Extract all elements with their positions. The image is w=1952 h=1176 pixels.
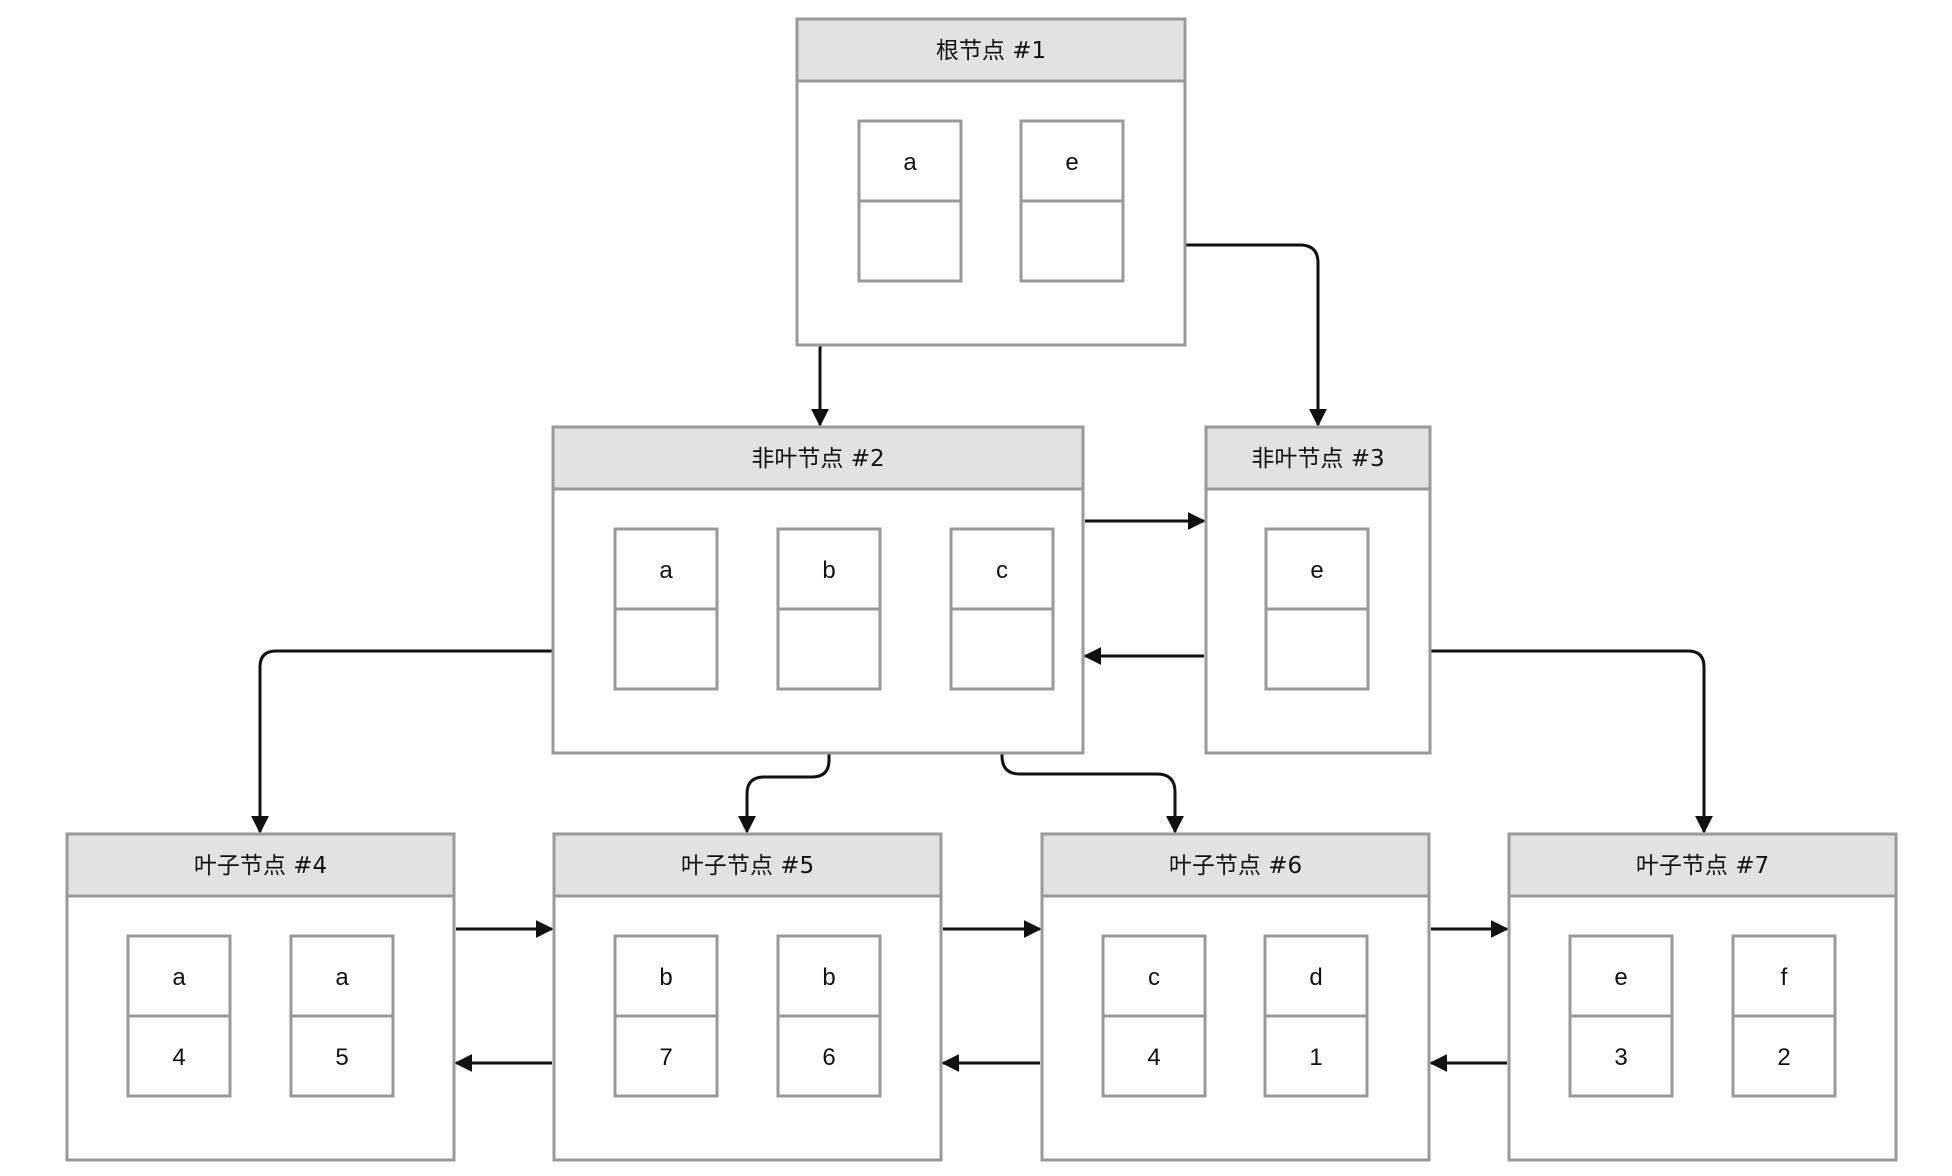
node-header (1040, 832, 1431, 898)
cell-key: d (1309, 964, 1322, 991)
cell-value: 4 (172, 1044, 185, 1071)
index-cell: e (1264, 527, 1370, 691)
index-cell: b7 (613, 934, 719, 1098)
cell-key: a (172, 964, 186, 991)
cell-key: a (903, 149, 917, 176)
cell-key: b (822, 964, 835, 991)
cell-key: c (1148, 964, 1160, 991)
cell-value: 1 (1309, 1044, 1322, 1071)
node-title: 叶子节点 #5 (681, 853, 814, 879)
child-pointer-arrow (251, 649, 666, 834)
cell-value-box (126, 1014, 232, 1098)
cell-value: 7 (659, 1044, 672, 1071)
cell-key-box (1731, 934, 1837, 1018)
cell-key-box (126, 934, 232, 1018)
index-cell: a4 (126, 934, 232, 1098)
node-header (65, 832, 456, 898)
cell-value: 3 (1614, 1044, 1627, 1071)
cell-value: 4 (1147, 1044, 1160, 1071)
node-title: 根节点 #1 (936, 38, 1046, 64)
cell-value-box (776, 607, 882, 691)
cell-value-box (1019, 199, 1125, 283)
cell-value: 5 (335, 1044, 348, 1071)
cell-value-box (289, 1014, 395, 1098)
child-pointer-arrow (1000, 651, 1184, 834)
cell-key: f (1781, 964, 1788, 991)
node-title: 非叶节点 #2 (751, 446, 884, 472)
cell-key-box (1019, 119, 1125, 203)
cell-value-box (949, 607, 1055, 691)
cell-value: 2 (1777, 1044, 1790, 1071)
cell-value-box (776, 1014, 882, 1098)
cell-value-box (1264, 607, 1370, 691)
cell-key: e (1310, 557, 1323, 584)
cell-value-box (613, 607, 719, 691)
cell-key-box (1568, 934, 1674, 1018)
cell-value-box (1568, 1014, 1674, 1098)
index-cell: f2 (1731, 934, 1837, 1098)
index-cell: c (949, 527, 1055, 691)
node-title: 叶子节点 #7 (1636, 853, 1769, 879)
node-root-1: 根节点 #1 a e (795, 17, 1187, 347)
cell-key-box (613, 527, 719, 611)
child-pointer-arrow (738, 651, 831, 834)
cell-key: b (822, 557, 835, 584)
node-nonleaf-2: 非叶节点 #2 a b c (551, 425, 1085, 755)
cell-key-box (1263, 934, 1369, 1018)
index-cell: d1 (1263, 934, 1369, 1098)
cell-key: e (1614, 964, 1627, 991)
cell-key-box (1264, 527, 1370, 611)
index-cell: a (613, 527, 719, 691)
index-cell: e3 (1568, 934, 1674, 1098)
cell-value-box (1731, 1014, 1837, 1098)
node-nonleaf-3: 非叶节点 #3 e (1204, 425, 1432, 755)
node-header (1507, 832, 1898, 898)
node-header (551, 425, 1085, 491)
cell-value: 6 (822, 1044, 835, 1071)
node-header (795, 17, 1187, 83)
cell-key-box (776, 934, 882, 1018)
cell-value-box (1263, 1014, 1369, 1098)
cell-value-box (613, 1014, 719, 1098)
index-cell: b6 (776, 934, 882, 1098)
node-title: 非叶节点 #3 (1251, 446, 1384, 472)
cell-key: a (335, 964, 349, 991)
node-title: 叶子节点 #4 (194, 853, 327, 879)
cell-key: b (659, 964, 672, 991)
cell-value-box (1101, 1014, 1207, 1098)
index-cell: a (857, 119, 963, 283)
node-header (1204, 425, 1432, 491)
child-pointer-arrow (1317, 649, 1713, 834)
index-cell: a5 (289, 934, 395, 1098)
node-title: 叶子节点 #6 (1169, 853, 1302, 879)
cell-key: a (659, 557, 673, 584)
node-header (552, 832, 943, 898)
cell-value-box (857, 199, 963, 283)
child-pointer-arrow (1072, 243, 1327, 427)
index-cell: b (776, 527, 882, 691)
cell-key: c (996, 557, 1008, 584)
index-cell: c4 (1101, 934, 1207, 1098)
cell-key-box (289, 934, 395, 1018)
cell-key: e (1065, 149, 1078, 176)
index-cell: e (1019, 119, 1125, 283)
cell-key-box (857, 119, 963, 203)
